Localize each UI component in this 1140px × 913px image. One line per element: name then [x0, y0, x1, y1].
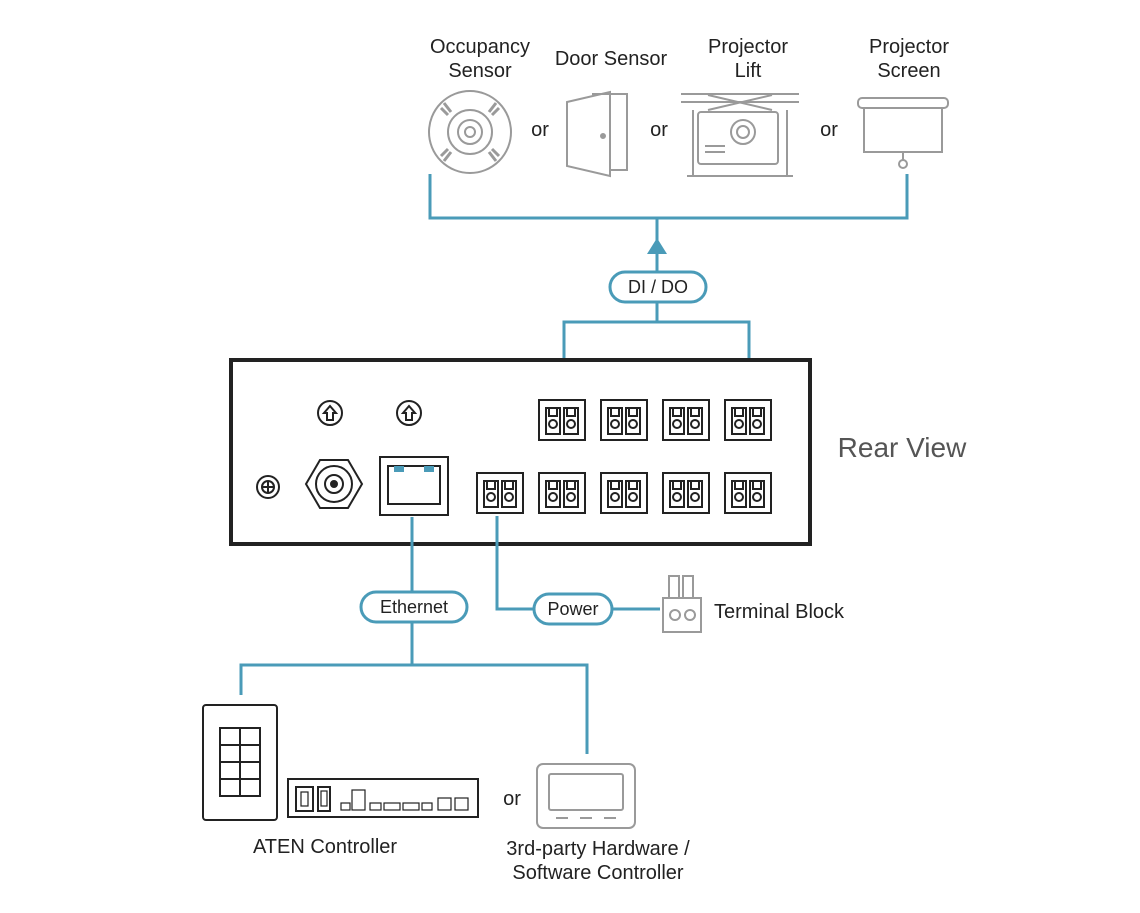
lan-symbol-icon [396, 400, 422, 426]
ethernet-port-icon [379, 456, 449, 516]
or-label-3: or [820, 119, 838, 141]
or-label-1: or [531, 119, 549, 141]
projector-lift-label-line2: Lift [735, 60, 762, 82]
arrow-up-icon [647, 238, 667, 254]
dido-pill [608, 270, 708, 304]
aten-controller-label: ATEN Controller [253, 836, 397, 858]
controller-box-icon [287, 778, 479, 818]
terminal-block-port-top-1 [538, 399, 586, 441]
terminal-block-label: Terminal Block [714, 601, 845, 623]
projector-screen-label-line1: Projector [869, 36, 949, 58]
power-lines [495, 516, 660, 611]
projector-screen-icon [857, 97, 949, 169]
dc-power-jack-icon [304, 459, 364, 509]
or-label-bottom: or [503, 788, 521, 810]
door-sensor-icon [566, 90, 628, 178]
occupancy-sensor-icon [428, 90, 512, 174]
terminal-block-port-bottom-4 [724, 472, 772, 514]
rear-view-label: Rear View [838, 432, 967, 463]
terminal-block-port-top-2 [600, 399, 648, 441]
rear-panel [229, 358, 812, 546]
ground-screw-icon [256, 475, 280, 499]
ethernet-pill [359, 590, 469, 624]
terminal-block-port-bottom-2 [600, 472, 648, 514]
terminal-block-port-bottom-3 [662, 472, 710, 514]
power-symbol-icon [317, 400, 343, 426]
touch-panel-icon [536, 763, 636, 829]
terminal-block-port-power [476, 472, 524, 514]
keypad-icon [202, 704, 278, 821]
projector-lift-icon [681, 93, 799, 177]
projector-screen-label-line2: Screen [877, 60, 940, 82]
third-party-label-line1: 3rd-party Hardware / [506, 838, 690, 860]
or-label-2: or [650, 119, 668, 141]
terminal-block-icon [662, 575, 702, 633]
occupancy-sensor-label-line1: Occupancy [430, 36, 530, 58]
third-party-label-line2: Software Controller [512, 862, 684, 884]
terminal-block-port-bottom-1 [538, 472, 586, 514]
ethernet-lines [239, 517, 589, 754]
occupancy-sensor-label-line2: Sensor [448, 60, 512, 82]
terminal-block-port-top-3 [662, 399, 710, 441]
power-label: Power [547, 599, 598, 619]
dido-lines [428, 174, 909, 392]
ethernet-label: Ethernet [380, 597, 448, 617]
power-pill [532, 592, 614, 626]
dido-label: DI / DO [628, 277, 688, 297]
terminal-block-port-top-4 [724, 399, 772, 441]
projector-lift-label-line1: Projector [708, 36, 788, 58]
door-sensor-label: Door Sensor [555, 48, 668, 70]
